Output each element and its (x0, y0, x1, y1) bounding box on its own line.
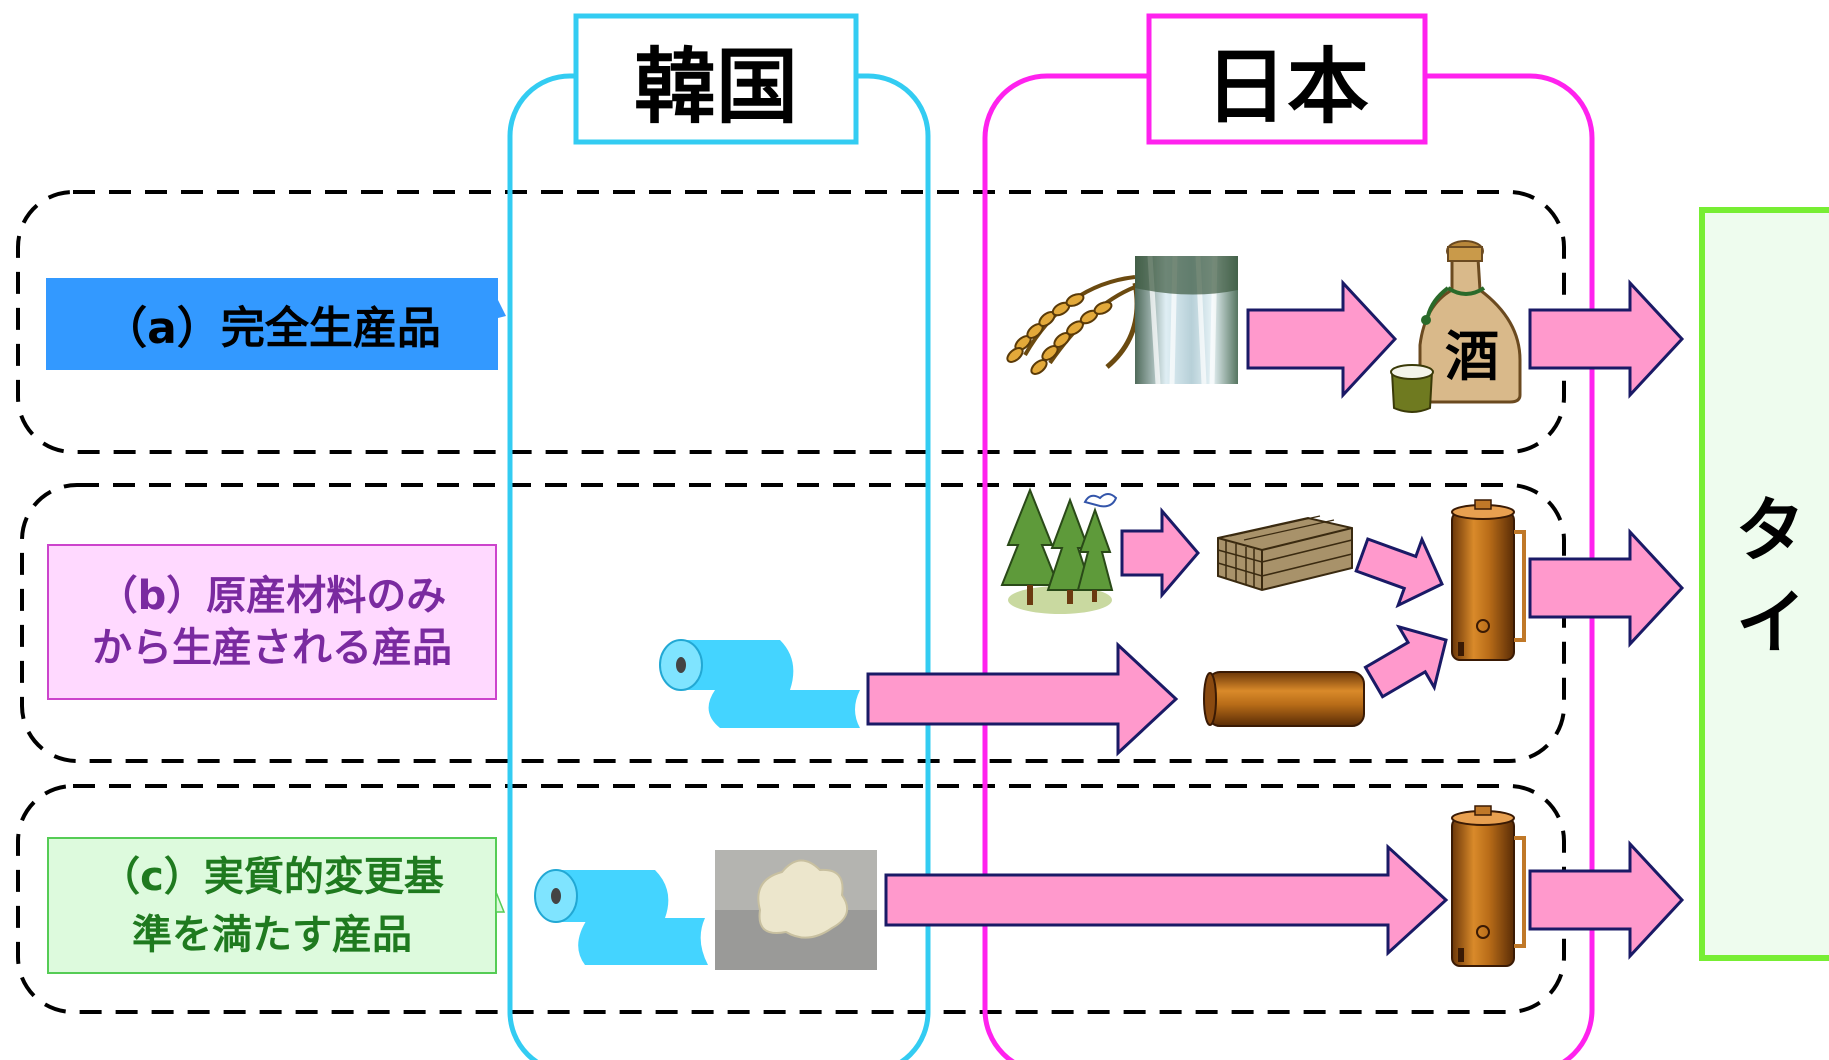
copper-sheet-roll-icon-1 (659, 639, 860, 728)
arrow-a-process (1246, 279, 1398, 399)
arrow-c-korea-to-japan (884, 843, 1449, 957)
arrow-b-forest-to-lumber (1120, 506, 1200, 600)
row-b-box (20, 483, 1566, 763)
copper-boiler-icon-2 (1451, 805, 1526, 967)
copper-boiler-icon-1 (1451, 499, 1526, 661)
arrow-b-lumber-to-boiler (1354, 535, 1444, 609)
korea-title-box (573, 13, 859, 145)
label-b-box (47, 544, 497, 700)
thailand-label: タイ (1722, 492, 1807, 676)
forest-icon (1000, 487, 1118, 614)
copper-tube-icon (1203, 671, 1365, 727)
label-c-box (47, 837, 506, 974)
label-a-box (46, 278, 506, 370)
arrow-c-to-thailand (1528, 840, 1685, 960)
sake-cup-icon (1390, 364, 1434, 413)
arrow-b-korea-to-japan (866, 641, 1179, 757)
thailand-box (1699, 207, 1829, 961)
copper-sheet-roll-icon-2 (534, 869, 708, 965)
waterfall-photo (1135, 255, 1238, 385)
category-c-label: （c）実質的変更基 準を満たす産品 (100, 853, 444, 958)
category-a-label: （a）完全生産品 (103, 303, 441, 354)
lumber-stack-icon (1217, 515, 1353, 592)
rice-icon (1006, 275, 1140, 375)
sake-label-text: 酒 (1445, 325, 1499, 388)
korea-title: 韓国 (633, 39, 798, 135)
raw-material-photo (715, 850, 877, 970)
japan-title-box (1146, 13, 1428, 145)
arrow-b-tube-to-boiler (1363, 624, 1448, 699)
japan-title: 日本 (1204, 39, 1369, 135)
arrow-a-to-thailand (1528, 279, 1685, 399)
category-b-label: （b）原産材料のみ から生産される産品 (92, 573, 452, 671)
arrow-b-to-thailand (1528, 528, 1685, 648)
sake-bottle-icon: 酒 (1418, 240, 1522, 404)
